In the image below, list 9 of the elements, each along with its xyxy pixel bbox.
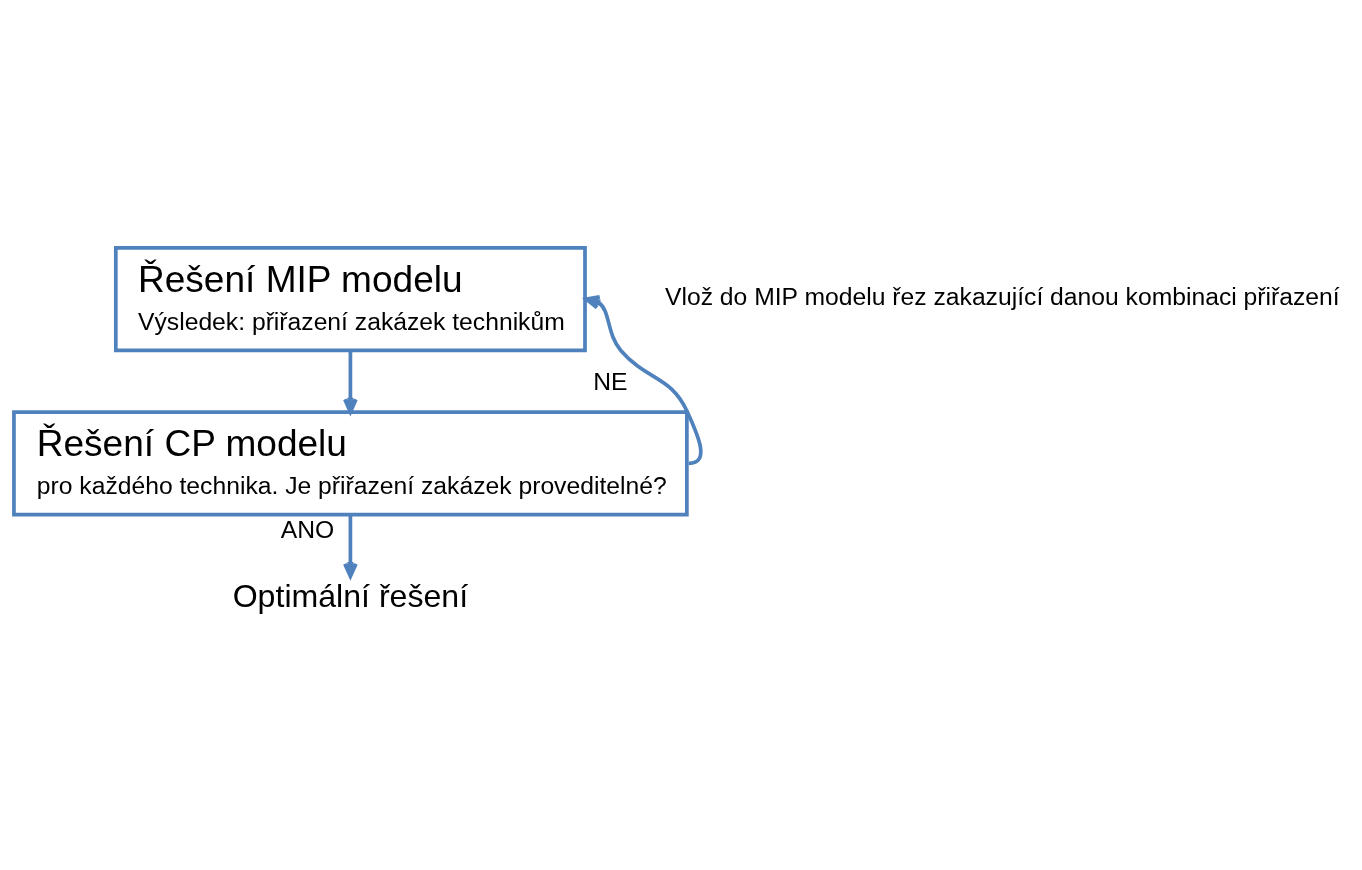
label: Vlož do MIP modelu řez zakazující danou kombinaci přiřazení — [664, 283, 1340, 311]
node-text: Optimální řešení — [232, 578, 469, 614]
node-box: Řešení CP modelu pro každého technika. Je přiřazení zakázek proveditelné? — [12, 410, 689, 517]
arrow — [343, 350, 358, 414]
arrow — [584, 295, 703, 466]
edge-label: NE — [593, 368, 628, 396]
arrow — [343, 514, 358, 579]
edge-label: ANO — [280, 515, 335, 543]
node-box: Řešení MIP modelu Výsledek: přiřazení zakázek technikům — [113, 246, 587, 353]
